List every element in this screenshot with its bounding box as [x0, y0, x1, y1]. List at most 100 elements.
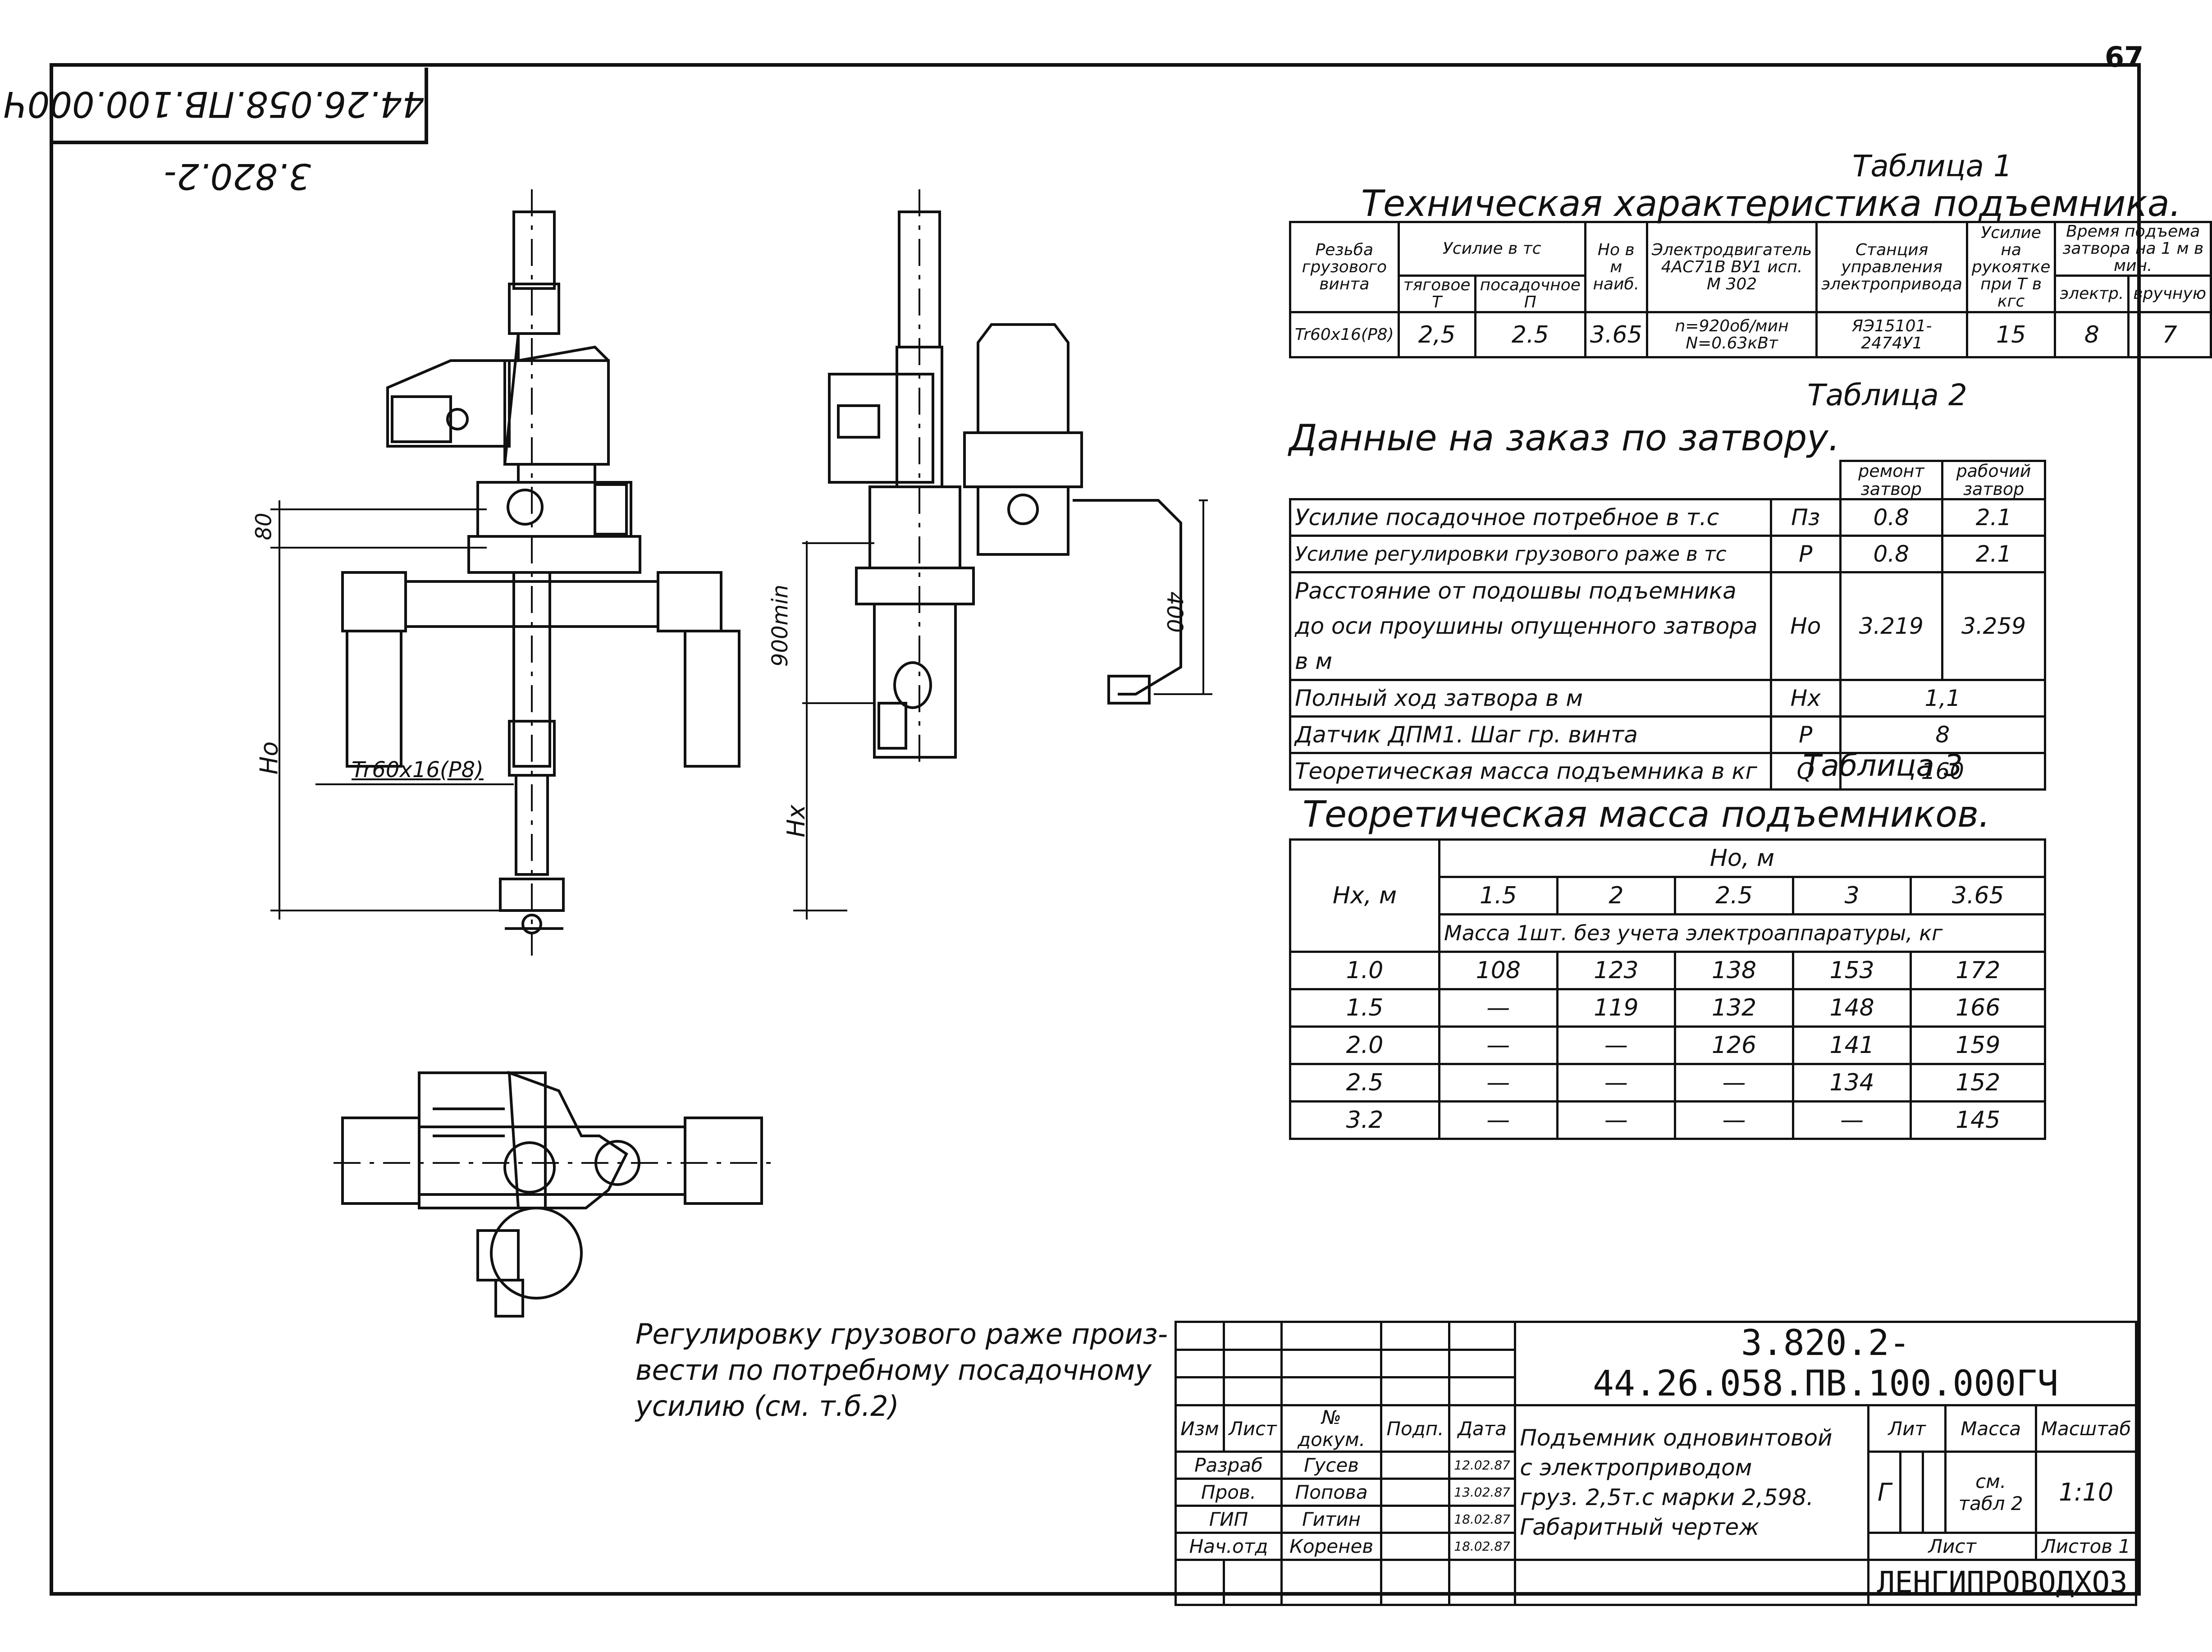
- t2-label-3: Полный ход затвора в м: [1289, 679, 1772, 718]
- t3-v-0-2: 138: [1674, 951, 1794, 990]
- tb-h-lit: Лит: [1867, 1404, 1947, 1453]
- t1-ho: 3.65: [1584, 311, 1648, 358]
- doc-name: Подъемник одновинтовой с электроприводом…: [1514, 1404, 1870, 1561]
- t3-v-3-2: —: [1674, 1063, 1794, 1103]
- t3-ho-0: 1.5: [1438, 876, 1558, 915]
- t3-v-1-2: 132: [1674, 988, 1794, 1028]
- t3-hx-0: 1.0: [1289, 951, 1440, 990]
- note-line-3: усилию (см. т.б.2): [635, 1390, 899, 1423]
- t3-h-hx: Нх, м: [1289, 838, 1440, 953]
- t3-v-0-4: 172: [1910, 951, 2046, 990]
- side-view: [793, 189, 1212, 920]
- t1-h-handle: Усилие на рукоятке при Т в кгс: [1965, 221, 2057, 313]
- t3-v-4-2: —: [1674, 1100, 1794, 1140]
- t3-v-1-3: 148: [1792, 988, 1912, 1028]
- dim-ho: Но: [255, 741, 283, 775]
- t3-v-3-1: —: [1556, 1063, 1677, 1103]
- t1-man: 7: [2127, 311, 2212, 358]
- table3-title: Теоретическая масса подъемников.: [1303, 793, 1990, 835]
- t1-seat: 2.5: [1474, 311, 1586, 358]
- t3-v-2-2: 126: [1674, 1025, 1794, 1065]
- t3-hx-4: 3.2: [1289, 1100, 1440, 1140]
- dim-900min: 900min: [768, 584, 793, 667]
- t1-h-station: Станция управления электропривода: [1815, 221, 1968, 313]
- t2-sym-2: Но: [1769, 571, 1842, 681]
- t2-repair-2: 3.219: [1839, 571, 1944, 681]
- table1-caption: Таблица 1: [1852, 149, 2012, 183]
- t2-value-4: 8: [1839, 715, 2047, 754]
- dim-400: 400: [1161, 591, 1187, 633]
- note-line-1: Регулировку грузового раже произ-: [635, 1318, 1168, 1350]
- t1-el: 8: [2054, 311, 2130, 358]
- t2-label-5: Теоретическая масса подъемника в кг: [1289, 752, 1772, 791]
- tb-role-3: Нач.отд: [1174, 1532, 1283, 1561]
- mass-table: Нх, м Но, м 1.5 2 2.5 3 3.65 Масса 1шт. …: [1289, 838, 2046, 1140]
- t1-station: ЯЭ15101-2474У1: [1815, 311, 1968, 358]
- note-line-2: вести по потребному посадочному: [635, 1354, 1152, 1387]
- tb-name-0: Гусев: [1280, 1451, 1383, 1480]
- t1-h-time: Время подъема затвора на 1 м в мин.: [2054, 221, 2212, 277]
- t3-hx-2: 2.0: [1289, 1025, 1440, 1065]
- tb-name-1: Попова: [1280, 1478, 1383, 1507]
- table2-title: Данные на заказ по затвору.: [1289, 417, 1840, 459]
- t3-v-0-3: 153: [1792, 951, 1912, 990]
- t2-h-work: рабочий затвор: [1941, 460, 2046, 500]
- t1-h-motor: Электродвигатель 4АС71В ВУ1 исп. М 302: [1645, 221, 1818, 313]
- tb-lit: Г: [1867, 1451, 1901, 1534]
- table3-caption: Таблица 3: [1803, 748, 1963, 783]
- t2-value-3: 1,1: [1839, 679, 2047, 718]
- thread-label: Tr60x16(P8): [352, 757, 484, 783]
- t3-v-1-4: 166: [1910, 988, 2046, 1028]
- t3-v-2-4: 159: [1910, 1025, 2046, 1065]
- t2-work-2: 3.259: [1941, 571, 2046, 681]
- tb-role-0: Разраб: [1174, 1451, 1283, 1480]
- t1-handle: 15: [1965, 311, 2057, 358]
- tb-h-date: Дата: [1448, 1404, 1517, 1453]
- t3-ho-1: 2: [1556, 876, 1677, 915]
- tb-mass: см. табл 2: [1944, 1451, 2038, 1534]
- tb-h-list: Лист: [1222, 1404, 1283, 1453]
- front-view: [270, 189, 740, 956]
- t2-label-2: Расстояние от подошвы подъемника до оси …: [1289, 571, 1772, 681]
- adjustment-note: Регулировку грузового раже произ- вести …: [635, 1316, 1168, 1424]
- tb-name-2: Гитин: [1280, 1505, 1383, 1534]
- doc-name-2: с электроприводом: [1520, 1455, 1752, 1481]
- t2-work-0: 2.1: [1941, 498, 2046, 537]
- t1-h-man: вручную: [2127, 275, 2212, 313]
- t2-label-1: Усилие регулировки грузового раже в тс: [1289, 535, 1772, 573]
- t3-subheader: Масса 1шт. без учета электроаппаратуры, …: [1438, 913, 2046, 953]
- tb-role-2: ГИП: [1174, 1505, 1283, 1534]
- title-block: 3.820.2-44.26.058.ПВ.100.000ГЧ Изм Лист …: [1174, 1321, 2137, 1606]
- plan-view: [334, 1071, 775, 1318]
- table1-title: Техническая характеристика подъемника.: [1361, 183, 2181, 224]
- tb-h-sheet: Лист: [1867, 1532, 2038, 1561]
- t3-v-2-3: 141: [1792, 1025, 1912, 1065]
- t1-h-lift: тяговое Т: [1397, 275, 1476, 313]
- t2-sym-0: Пз: [1769, 498, 1842, 537]
- t3-v-4-3: —: [1792, 1100, 1912, 1140]
- t3-v-3-3: 134: [1792, 1063, 1912, 1103]
- tb-date-2: 18.02.87: [1448, 1505, 1517, 1534]
- tb-h-mass: Масса: [1944, 1404, 2038, 1453]
- t3-hx-1: 1.5: [1289, 988, 1440, 1028]
- t3-v-2-0: —: [1438, 1025, 1558, 1065]
- t3-v-1-1: 119: [1556, 988, 1677, 1028]
- t2-repair-0: 0.8: [1839, 498, 1944, 537]
- t2-sym-5: Q: [1769, 752, 1842, 791]
- t2-work-1: 2.1: [1941, 535, 2046, 573]
- tb-date-1: 13.02.87: [1448, 1478, 1517, 1507]
- sheet-number: 67: [2105, 41, 2144, 73]
- t1-h-thread: Резьба грузового винта: [1289, 221, 1400, 313]
- dim-80: 80: [251, 513, 277, 540]
- tb-h-izm: Изм: [1175, 1404, 1225, 1453]
- dim-hx: Нх: [782, 805, 810, 837]
- t2-label-0: Усилие посадочное потребное в т.с: [1289, 498, 1772, 537]
- t2-repair-1: 0.8: [1839, 535, 1944, 573]
- order-data-table: ремонт затвор рабочий затвор Усилие поса…: [1289, 460, 2047, 791]
- table2-caption: Таблица 2: [1807, 378, 1967, 412]
- t3-v-3-4: 152: [1910, 1063, 2046, 1103]
- doc-name-4: Габаритный чертеж: [1520, 1514, 1760, 1540]
- tb-date-0: 12.02.87: [1448, 1451, 1517, 1480]
- t3-ho-4: 3.65: [1910, 876, 2046, 915]
